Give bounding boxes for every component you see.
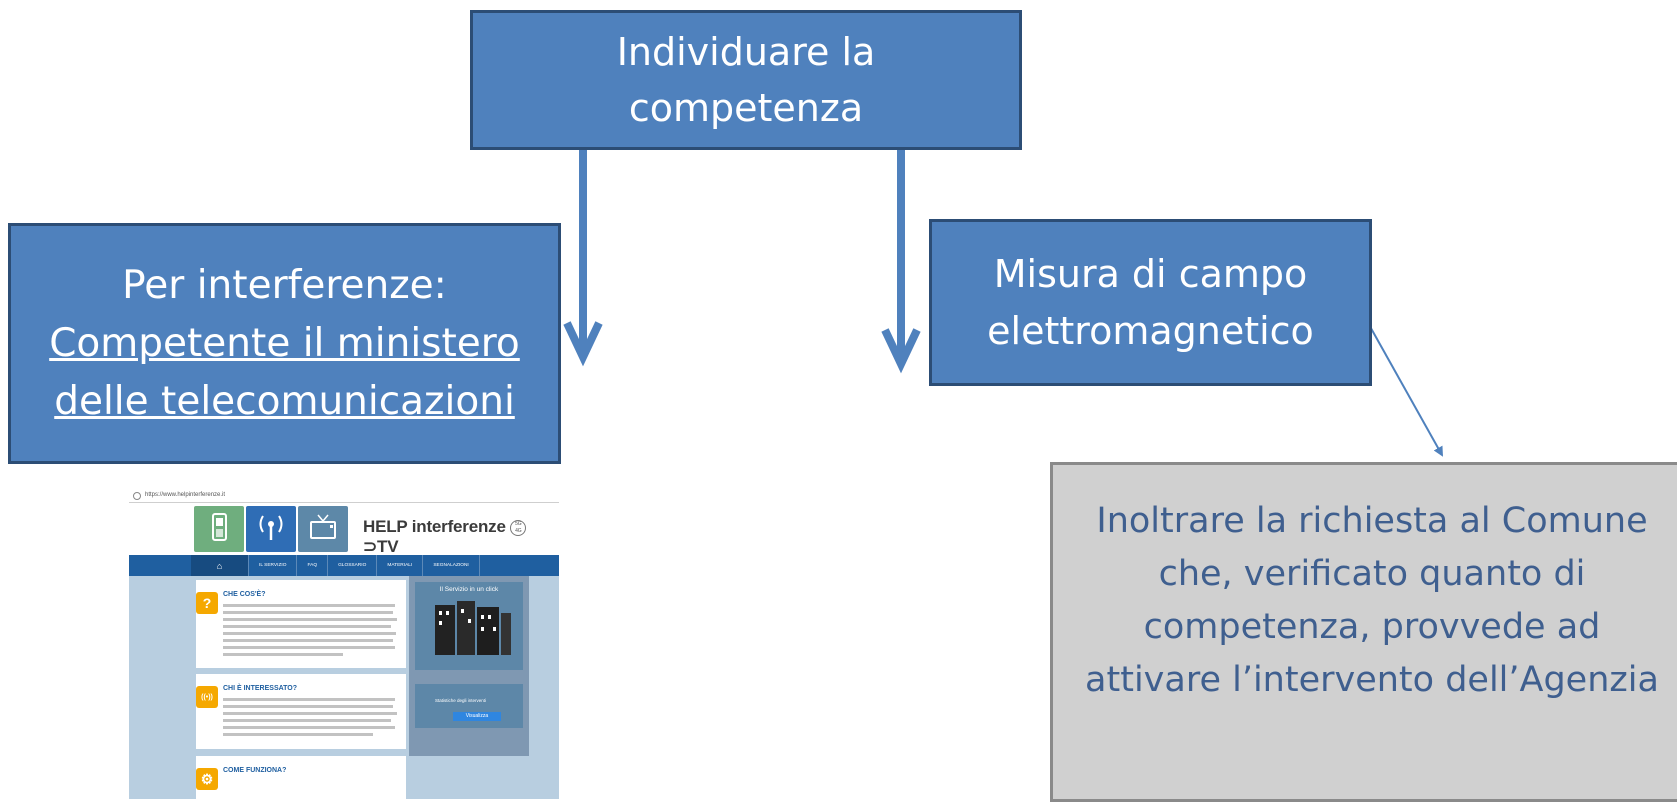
card-title: COME FUNZIONA? — [223, 767, 287, 774]
text-line — [223, 646, 395, 649]
text-line — [223, 611, 393, 614]
nav-item[interactable]: IL SERVIZIO — [249, 555, 298, 576]
statistiche-panel: Statistiche degli interventi Visualizza — [415, 684, 523, 728]
text-line — [223, 705, 393, 708]
nav-item[interactable]: MATERIALI — [377, 555, 424, 576]
arrow-top-to-left — [563, 150, 603, 367]
node-text-line: Misura di campo — [993, 251, 1308, 296]
gear-icon: ⚙ — [196, 768, 218, 790]
text-line — [223, 604, 395, 607]
node-inoltrare-richiesta: Inoltrare la richiesta al Comune che, ve… — [1050, 462, 1677, 802]
node-text-line: Individuare la — [616, 30, 876, 74]
question-icon: ? — [196, 592, 218, 614]
badge-bottom: 4G — [515, 527, 522, 534]
antenna-icon — [246, 506, 296, 552]
text-line — [223, 698, 395, 701]
nav-item[interactable]: SEGNALAZIONI — [423, 555, 480, 576]
site-nav: ⌂ IL SERVIZIO FAQ GLOSSARIO MATERIALI SE… — [129, 555, 559, 576]
buildings-icon — [435, 601, 511, 655]
node-individuare-competenza: Individuare la competenza — [470, 10, 1022, 150]
brand-tv: ⊃TV — [363, 537, 399, 556]
browser-url-bar: https://www.helpinterferenze.it — [129, 489, 559, 503]
text-line — [223, 653, 343, 656]
antenna-icon: ((•)) — [196, 686, 218, 708]
card-come-funziona: ⚙ COME FUNZIONA? — [196, 756, 406, 799]
text-line — [223, 625, 391, 628]
globe-icon — [133, 491, 141, 500]
text-line — [223, 639, 393, 642]
ministero-link[interactable]: delle telecomunicazioni — [54, 378, 515, 424]
card-title: CHE COS'È? — [223, 591, 266, 598]
node-text-line: competenza, provvede ad — [1143, 607, 1601, 647]
brand-text: HELP interferenze — [363, 517, 506, 536]
node-misura-di-campo: Misura di campo elettromagnetico — [929, 219, 1372, 386]
panel-title: Statistiche degli interventi — [435, 698, 487, 703]
node-text-line: Inoltrare la richiesta al Comune — [1096, 501, 1648, 541]
node-per-interferenze: Per interferenze: Competente il minister… — [8, 223, 561, 464]
node-text-line: attivare l’intervento dell’Agenzia — [1085, 660, 1659, 700]
text-line — [223, 719, 391, 722]
text-line — [223, 632, 396, 635]
badge-top: 5G — [515, 520, 522, 527]
nav-item[interactable]: FAQ — [297, 555, 329, 576]
node-text-line: elettromagnetico — [987, 308, 1314, 353]
text-line — [223, 733, 373, 736]
website-screenshot: https://www.helpinterferenze.it HELP int… — [129, 489, 559, 799]
card-title: CHI È INTERESSATO? — [223, 685, 298, 692]
home-icon[interactable]: ⌂ — [191, 555, 249, 576]
arrow-top-to-middle — [881, 150, 921, 374]
site-content: ? CHE COS'È? ((•)) CHI È INTERESSATO? ⚙ … — [189, 576, 554, 799]
node-text-line: Per interferenze: — [122, 262, 447, 308]
mobile-phone-icon — [194, 506, 244, 552]
visualizza-button[interactable]: Visualizza — [453, 712, 501, 721]
node-text-line: che, verificato quanto di — [1158, 554, 1586, 594]
text-line — [223, 726, 395, 729]
television-icon — [298, 506, 348, 552]
brand-tv-text: TV — [377, 537, 399, 556]
sidebar-panel: Il Servizio in un click Statistiche degl… — [409, 576, 529, 756]
text-line — [223, 712, 397, 715]
servizio-panel: Il Servizio in un click — [415, 582, 523, 670]
panel-title: Il Servizio in un click — [439, 586, 499, 593]
text-line — [223, 618, 397, 621]
card-che-cose: ? CHE COS'È? — [196, 580, 406, 668]
card-chi-e-interessato: ((•)) CHI È INTERESSATO? — [196, 674, 406, 749]
node-text-line: competenza — [628, 86, 864, 130]
url-text: https://www.helpinterferenze.it — [145, 492, 226, 498]
ministero-link[interactable]: Competente il ministero — [49, 320, 520, 366]
nav-item[interactable]: GLOSSARIO — [328, 555, 378, 576]
